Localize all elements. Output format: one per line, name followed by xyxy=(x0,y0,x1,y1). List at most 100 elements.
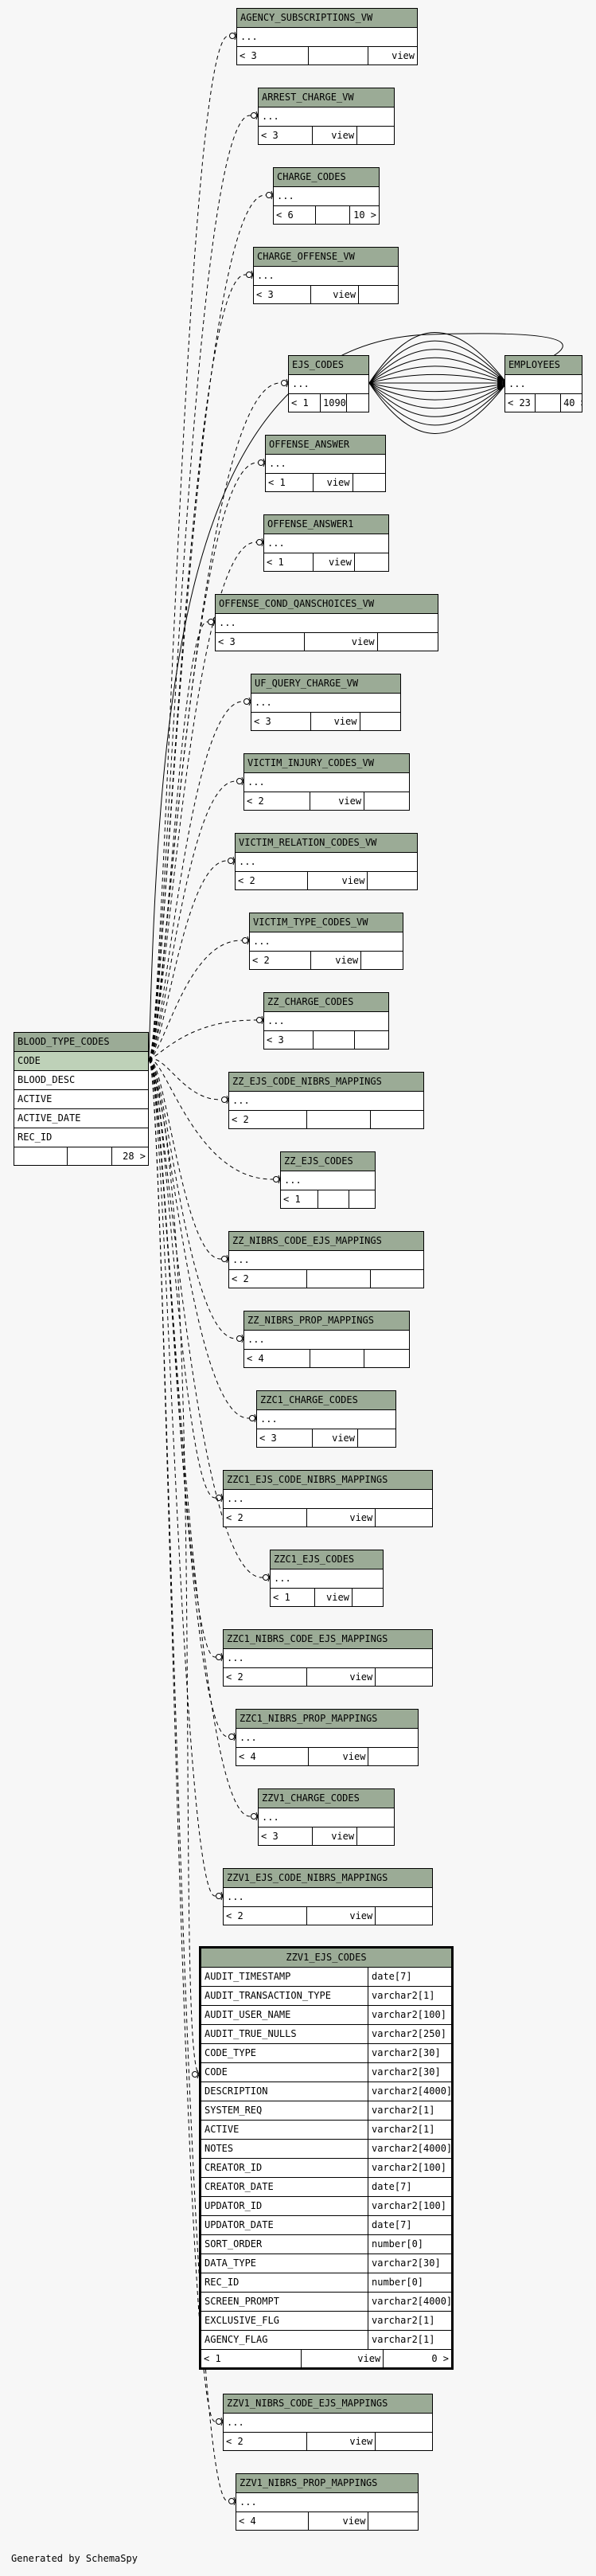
table-title[interactable]: ZZC1_NIBRS_CODE_EJS_MAPPINGS xyxy=(224,1630,432,1649)
footer-cell: < 3 xyxy=(251,713,311,730)
table-title[interactable]: OFFENSE_ANSWER1 xyxy=(264,515,388,534)
footer-cell: view xyxy=(307,1668,376,1686)
table-title[interactable]: ZZ_EJS_CODE_NIBRS_MAPPINGS xyxy=(229,1073,423,1092)
table-zz-ejs-codes[interactable]: ZZ_EJS_CODES...< 1 xyxy=(280,1151,376,1209)
table-title[interactable]: AGENCY_SUBSCRIPTIONS_VW xyxy=(237,9,417,28)
footer-cell xyxy=(353,474,386,491)
footer-cell: view xyxy=(391,50,415,61)
table-title[interactable]: ZZC1_CHARGE_CODES xyxy=(257,1391,395,1410)
table-zz-nibrs-code-ejs-mappings[interactable]: ZZ_NIBRS_CODE_EJS_MAPPINGS...< 2 xyxy=(228,1231,424,1288)
column-name: CODE_TYPE xyxy=(201,2044,368,2062)
column-code[interactable]: CODE xyxy=(14,1052,148,1071)
relationship-edge xyxy=(148,1059,223,1658)
table-title[interactable]: EJS_CODES xyxy=(289,356,368,375)
column-active-date[interactable]: ACTIVE_DATE xyxy=(14,1109,148,1128)
column-active[interactable]: ACTIVE xyxy=(14,1090,148,1109)
edge-end-marker xyxy=(497,385,502,390)
column-blood-desc[interactable]: BLOOD_DESC xyxy=(14,1071,148,1090)
footer-cell xyxy=(364,1350,409,1367)
table-title[interactable]: ZZV1_NIBRS_CODE_EJS_MAPPINGS xyxy=(224,2394,432,2414)
table-title[interactable]: ZZV1_EJS_CODES xyxy=(201,1949,451,1968)
table-title[interactable]: EMPLOYEES xyxy=(505,356,582,375)
table-title[interactable]: ZZC1_EJS_CODE_NIBRS_MAPPINGS xyxy=(224,1471,432,1490)
table-title[interactable]: ZZ_NIBRS_CODE_EJS_MAPPINGS xyxy=(229,1232,423,1251)
relationship-edge xyxy=(148,860,235,1061)
table-title[interactable]: ZZV1_CHARGE_CODES xyxy=(259,1789,394,1808)
column-type: varchar2[1] xyxy=(372,2105,435,2116)
table-title[interactable]: CHARGE_CODES xyxy=(274,168,379,187)
edge-end-marker xyxy=(236,778,243,784)
footer-cell: < 4 xyxy=(236,2512,310,2530)
table-title[interactable]: ARREST_CHARGE_VW xyxy=(259,88,394,107)
footer-cell xyxy=(358,1429,395,1447)
table-title[interactable]: ZZ_CHARGE_CODES xyxy=(264,993,388,1012)
table-title[interactable]: VICTIM_INJURY_CODES_VW xyxy=(244,754,409,773)
table-title[interactable]: ZZV1_NIBRS_PROP_MAPPINGS xyxy=(236,2474,418,2493)
table-title[interactable]: ZZV1_EJS_CODE_NIBRS_MAPPINGS xyxy=(224,1869,432,1888)
table-zz-nibrs-prop-mappings[interactable]: ZZ_NIBRS_PROP_MAPPINGS...< 4 xyxy=(243,1311,410,1368)
table-title[interactable]: OFFENSE_ANSWER xyxy=(266,436,385,455)
table-employees[interactable]: EMPLOYEES ... < 23 40 > xyxy=(504,355,582,412)
table-title[interactable]: UF_QUERY_CHARGE_VW xyxy=(251,674,400,694)
table-title[interactable]: BLOOD_TYPE_CODES xyxy=(14,1033,148,1052)
table-title[interactable]: ZZC1_EJS_CODES xyxy=(271,1550,383,1569)
column-rec-id[interactable]: REC_ID xyxy=(14,1128,148,1147)
footer-cell xyxy=(364,792,409,810)
table-title[interactable]: OFFENSE_COND_QANSCHOICES_VW xyxy=(216,595,438,614)
column-placeholder: ... xyxy=(274,187,379,206)
table-title[interactable]: CHARGE_OFFENSE_VW xyxy=(254,248,398,267)
table-zz-ejs-code-nibrs-mappings[interactable]: ZZ_EJS_CODE_NIBRS_MAPPINGS...< 2 xyxy=(228,1072,424,1129)
table-title[interactable]: ZZ_NIBRS_PROP_MAPPINGS xyxy=(244,1311,409,1331)
table-title[interactable]: VICTIM_RELATION_CODES_VW xyxy=(236,834,417,853)
table-zz-charge-codes[interactable]: ZZ_CHARGE_CODES...< 3 xyxy=(263,992,389,1050)
table-blood-type-codes[interactable]: BLOOD_TYPE_CODES CODE BLOOD_DESC ACTIVE … xyxy=(14,1032,149,1166)
relationship-edge xyxy=(368,340,505,384)
table-title[interactable]: ZZ_EJS_CODES xyxy=(281,1152,375,1171)
table-title[interactable]: ZZC1_NIBRS_PROP_MAPPINGS xyxy=(236,1710,418,1729)
table-title[interactable]: VICTIM_TYPE_CODES_VW xyxy=(250,913,403,932)
